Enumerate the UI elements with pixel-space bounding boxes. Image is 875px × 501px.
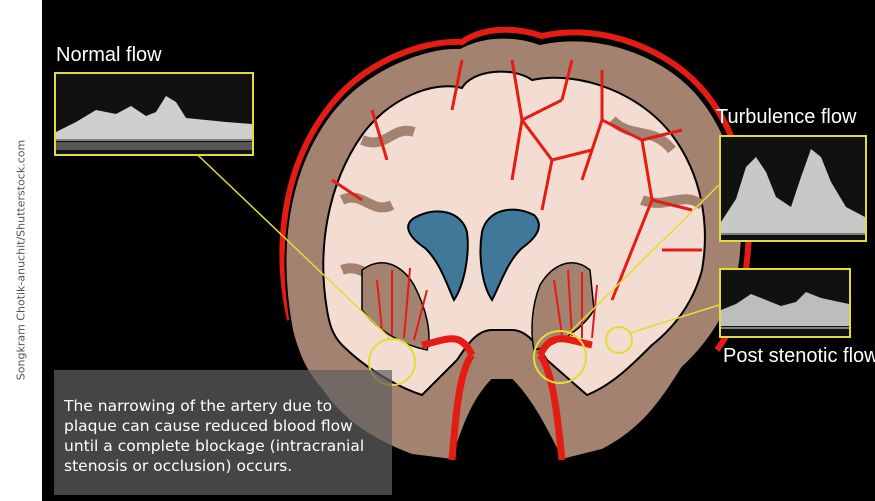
image-credit: Songkram Chotik-anuchit/Shutterstock.com: [15, 140, 28, 380]
doppler-post-stenotic: [719, 268, 851, 338]
doppler-turbulence-waveform: [721, 137, 865, 240]
caption-text: The narrowing of the artery due to plaqu…: [64, 397, 364, 475]
credit-strip: Songkram Chotik-anuchit/Shutterstock.com: [0, 0, 42, 501]
image-panel: Normal flow Turbulence flow: [42, 0, 875, 501]
label-turbulence-flow: Turbulence flow: [716, 106, 856, 129]
doppler-turbulence: [719, 135, 867, 242]
doppler-post-stenotic-waveform: [721, 270, 849, 336]
label-post-stenotic-flow: Post stenotic flow: [723, 345, 875, 368]
label-normal-flow: Normal flow: [56, 44, 162, 67]
caption-box: The narrowing of the artery due to plaqu…: [54, 370, 392, 495]
doppler-normal: [54, 72, 254, 156]
doppler-normal-waveform: [56, 74, 252, 154]
